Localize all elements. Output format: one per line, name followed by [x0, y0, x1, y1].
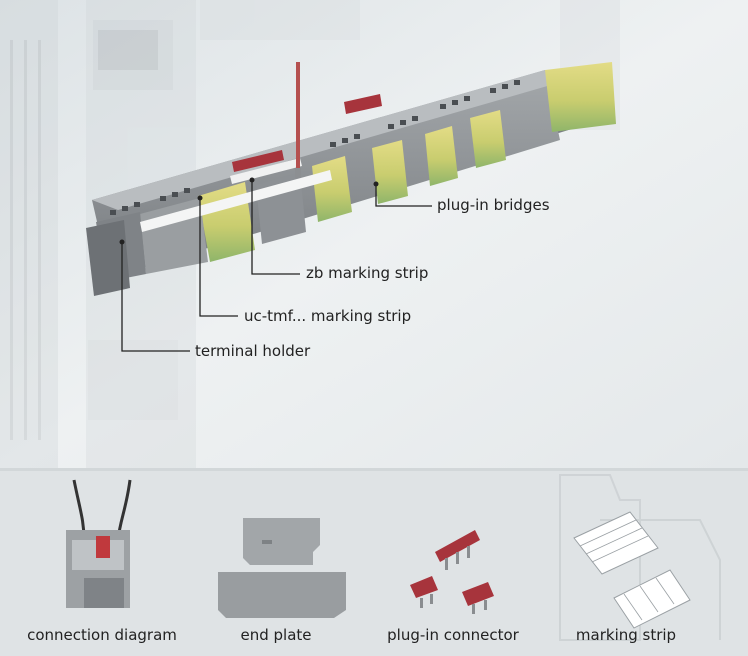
plug-in-bridge-1	[344, 94, 382, 114]
terminal-rail-assembly	[86, 62, 616, 296]
leader-lines	[121, 180, 432, 352]
plug-in-bridge-2	[232, 150, 284, 172]
plug-in-connector-icon	[410, 530, 494, 614]
screwdriver	[296, 62, 300, 174]
terminal-holder-part	[86, 220, 130, 296]
caption-end-plate: end plate	[240, 626, 312, 644]
connection-diagram-icon	[66, 479, 132, 608]
callout-terminal-holder: terminal holder	[195, 342, 311, 360]
screw-holes	[110, 80, 520, 215]
callout-zb-marking-strip: zb marking strip	[306, 264, 429, 282]
callout-uc-tmf-marking-strip: uc-tmf... marking strip	[244, 307, 412, 325]
callout-plug-in-bridges: plug-in bridges	[437, 196, 550, 214]
marking-strip-icon	[559, 474, 721, 641]
caption-marking-strip: marking strip	[575, 626, 677, 644]
end-plate-icon	[218, 518, 346, 618]
zb-marking-strip	[230, 158, 302, 184]
caption-plug-in-connector: plug-in connector	[387, 626, 519, 644]
caption-connection-diagram: connection diagram	[27, 626, 177, 644]
uc-tmf-marking-strip	[140, 170, 332, 232]
